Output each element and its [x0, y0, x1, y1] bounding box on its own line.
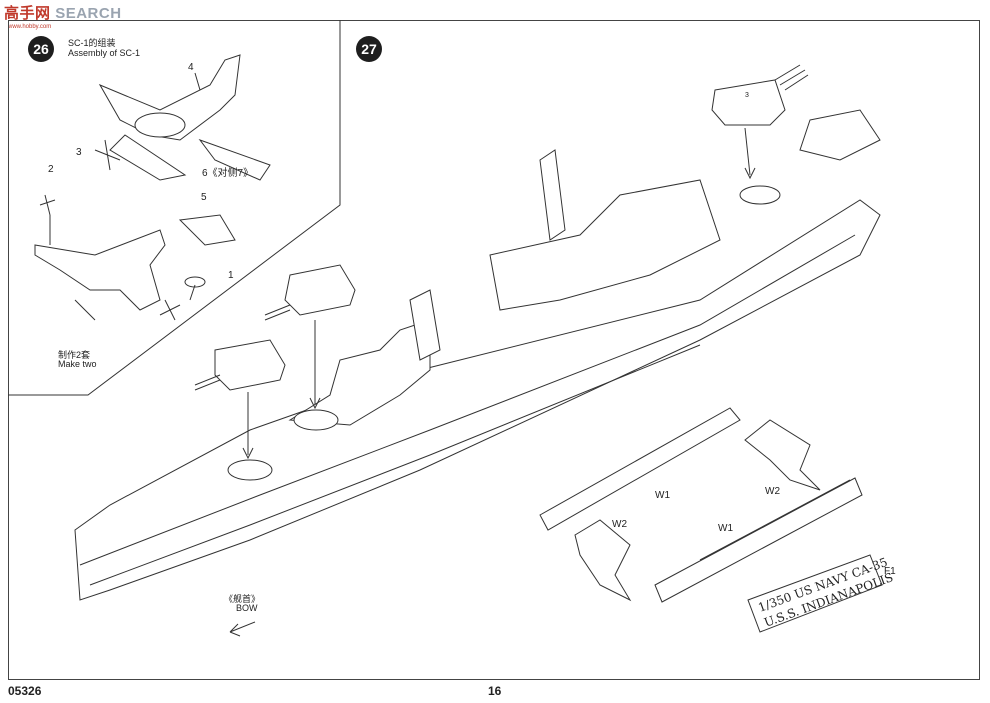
stand-label-w1-top: W1	[655, 490, 670, 501]
step-27-badge: 27	[356, 36, 382, 62]
sc1-lower-drawing	[34, 194, 236, 321]
footer-page-number: 16	[488, 684, 502, 698]
part-label-5: 5	[201, 192, 207, 203]
watermark-logo: 高手网 SEARCH	[4, 5, 122, 22]
bow-label-cn: 《舰首》	[224, 594, 261, 604]
step26-box-border	[8, 20, 341, 396]
part-label-4: 4	[188, 62, 194, 73]
step-26-title-cn: SC-1的组装	[68, 38, 116, 48]
part-label-6: 6《对侧7》	[202, 168, 254, 179]
display-stand-drawing	[539, 407, 863, 603]
loose-turrets-drawing	[194, 64, 809, 460]
turret-part-label: 3	[745, 92, 749, 99]
part-label-2: 2	[48, 164, 54, 175]
stand-label-w1-bottom: W1	[718, 523, 733, 534]
nameplate-plaque	[747, 554, 883, 633]
step-26-badge: 26	[28, 36, 54, 62]
make-two-cn: 制作2套	[58, 350, 91, 360]
watermark-url: www.hobby.com	[8, 24, 52, 30]
part-label-3: 3	[76, 147, 82, 158]
sc1-upper-drawing	[94, 54, 271, 181]
footer-product-code: 05326	[8, 684, 42, 698]
stand-label-f1: F1	[884, 566, 896, 577]
page-frame	[8, 20, 980, 680]
step-26-title-en: Assembly of SC-1	[68, 48, 141, 58]
bow-arrow	[229, 621, 256, 637]
stand-label-w2-top: W2	[765, 486, 780, 497]
ship-hull-drawing	[74, 109, 881, 601]
bow-label-en: BOW	[236, 603, 258, 613]
make-two-en: Make two	[58, 359, 97, 369]
stand-label-w2-bottom: W2	[612, 519, 627, 530]
part-label-1: 1	[228, 270, 234, 281]
